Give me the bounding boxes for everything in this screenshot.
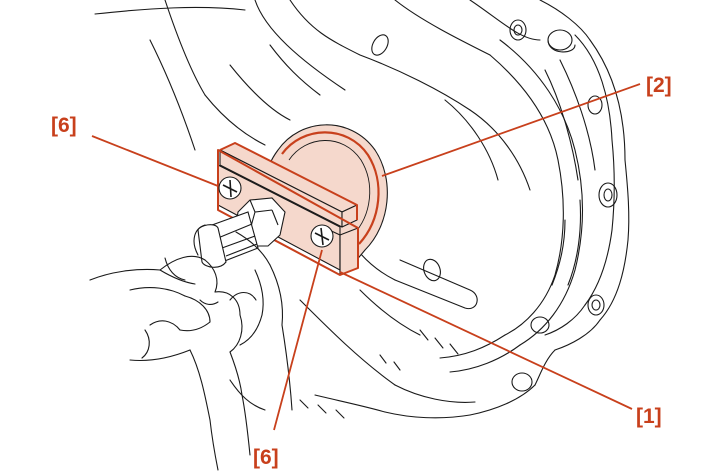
technician-hands xyxy=(89,224,293,471)
callout-label-2: [2] xyxy=(646,74,672,97)
callout-labels: [2] [6] [1] [6] xyxy=(51,74,672,469)
leader-6-bottom xyxy=(273,249,323,431)
callout-leaders xyxy=(91,83,641,431)
leader-6-top xyxy=(91,135,219,187)
mounting-bolts xyxy=(197,176,334,268)
leader-1 xyxy=(339,271,633,410)
leader-2 xyxy=(381,83,641,177)
loose-bolt xyxy=(197,197,286,268)
bolt-lower-right xyxy=(310,224,334,248)
callout-label-6-bottom: [6] xyxy=(253,446,279,469)
engine-housing xyxy=(94,0,630,419)
callout-label-6-top: [6] xyxy=(51,114,77,137)
bolt-upper-left xyxy=(218,176,242,200)
callout-label-1: [1] xyxy=(636,405,662,428)
